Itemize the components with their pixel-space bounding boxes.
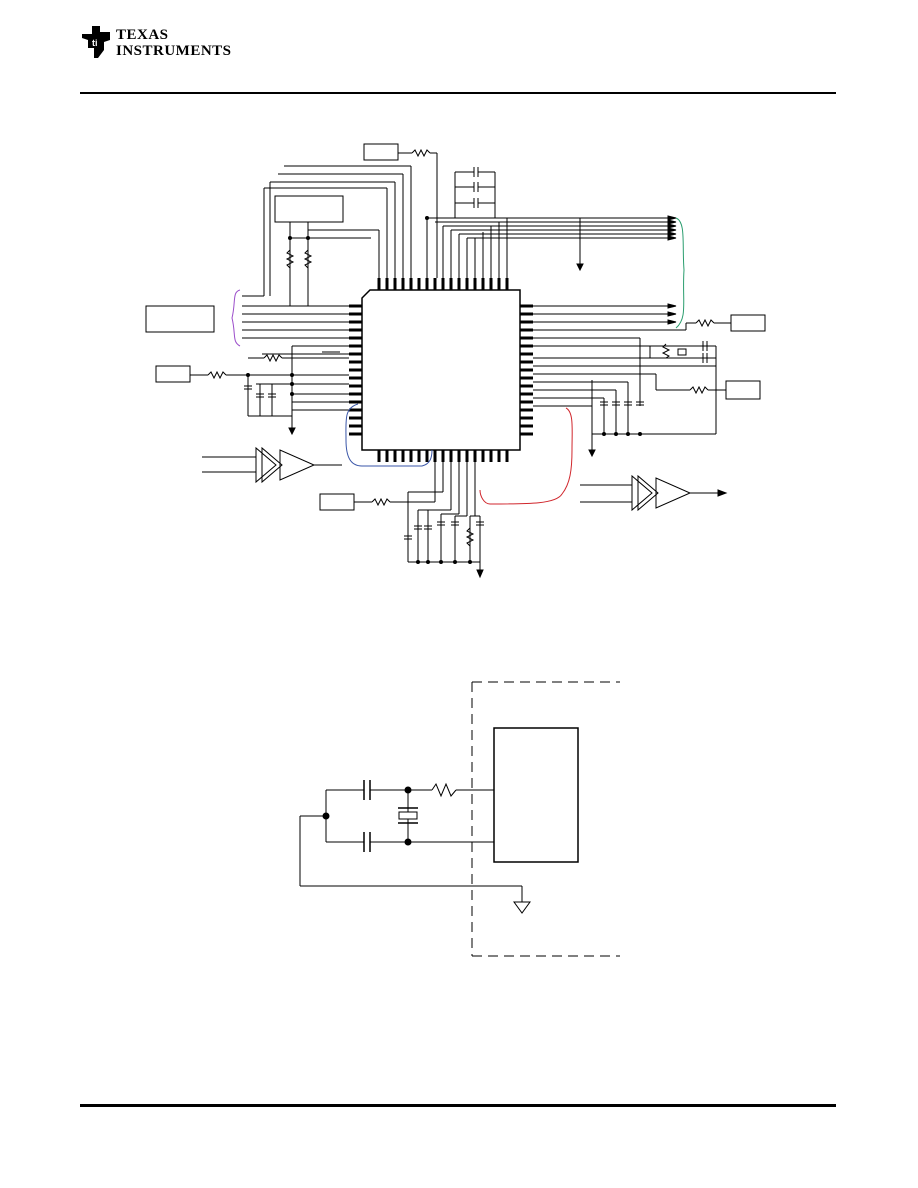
bracket-purple (232, 290, 240, 346)
right-connector-box-top (731, 315, 765, 331)
resistor-icon (287, 250, 293, 268)
mcu-pins-top (379, 278, 507, 290)
mcu-pins-right (520, 306, 533, 434)
bottom-connector-box (320, 494, 354, 510)
header-rule (80, 92, 836, 94)
resistor-icon (264, 355, 282, 361)
left-wiring (146, 296, 349, 434)
resistor-icon (696, 320, 714, 326)
logo-line-1: TEXAS (116, 27, 169, 43)
top-left-module-box (275, 196, 343, 222)
footer-rule (80, 1104, 836, 1107)
mcu-pins-bottom (379, 450, 507, 462)
amplifier-icon-right (580, 476, 726, 510)
left-connector-box (156, 366, 190, 382)
resistor-icon (432, 784, 456, 796)
oscillator-block (494, 728, 578, 862)
svg-text:ti: ti (92, 38, 98, 48)
bracket-green (676, 218, 684, 328)
resistor-icon (690, 387, 708, 393)
amplifier-icon-left (202, 448, 342, 482)
resistor-icon (208, 372, 226, 378)
left-module-box (146, 306, 214, 332)
right-wiring (533, 304, 765, 456)
trace-blue (346, 404, 432, 466)
top-wiring (264, 144, 676, 306)
ground-icon (514, 902, 530, 913)
bottom-wiring (320, 462, 484, 577)
ti-logo-icon: ti (82, 26, 110, 58)
crystal-icon (678, 349, 686, 355)
resistor-icon (372, 499, 390, 505)
resistor-icon (305, 250, 311, 268)
ti-logo: ti TEXAS INSTRUMENTS (80, 24, 232, 64)
logo-line-2: INSTRUMENTS (116, 43, 232, 59)
resistor-icon (412, 150, 430, 156)
top-connector-box (364, 144, 398, 160)
oscillator-schematic (300, 682, 620, 956)
mcu-pins-left (349, 306, 362, 434)
mcu-chip (362, 290, 520, 450)
resistor-icon (467, 528, 473, 546)
trace-red (480, 408, 572, 504)
right-connector-box-bottom (726, 381, 760, 399)
resistor-icon (663, 344, 669, 358)
